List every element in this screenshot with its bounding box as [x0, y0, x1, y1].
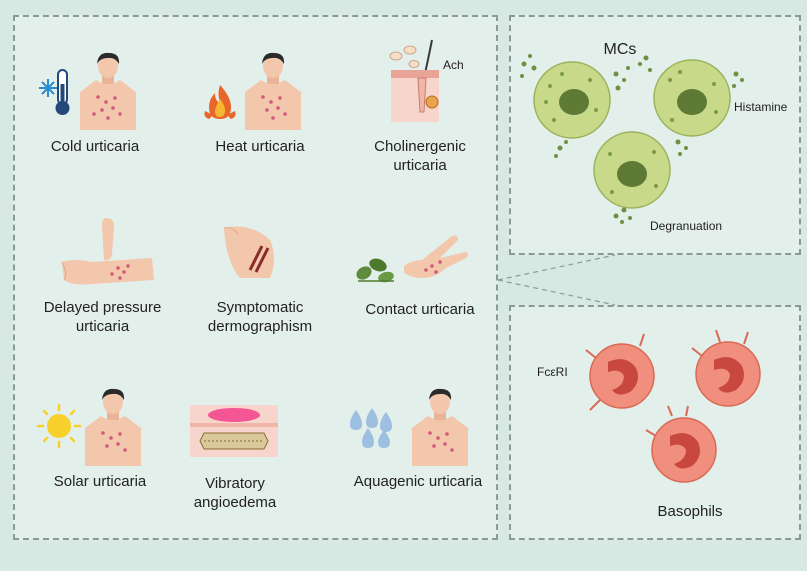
mast-cells-illustration [520, 54, 744, 224]
mast-cell-bottom [593, 131, 671, 209]
basophils-panel [509, 305, 801, 540]
delayed-pressure-urticaria-label-line1: Delayed pressure [43, 299, 162, 316]
water-drops-icon [350, 408, 392, 448]
man-with-rash-solar-icon [85, 388, 141, 466]
mast-cell-right [653, 59, 731, 137]
mast-cells-title: MCs [603, 41, 637, 58]
aquagenic-urticaria-label: Aquagenic urticaria [353, 473, 483, 490]
mast-cell-left [533, 61, 611, 139]
fcepsilonri-label: FcεRI [537, 365, 568, 379]
cholinergic-urticaria-label-line1: Cholinergenic [374, 138, 466, 155]
basophil-left [585, 333, 655, 411]
symptomatic-dermographism-label-line2: dermographism [207, 318, 313, 335]
man-with-rash-heat-icon [245, 52, 301, 130]
man-with-rash-aquagenic-icon [412, 388, 468, 466]
basophil-bottom [645, 405, 717, 483]
vibratory-angioedema-label-line2: angioedema [193, 494, 277, 511]
finger-pressing-arm-icon [61, 218, 154, 285]
basophils-illustration [585, 329, 761, 483]
hand-with-rash-icon [404, 235, 468, 278]
basophil-right [691, 329, 761, 407]
degranulation-label: Degranuation [650, 219, 723, 233]
solar-urticaria-label: Solar urticaria [53, 473, 147, 490]
flame-icon [204, 85, 236, 119]
contact-urticaria-label: Contact urticaria [365, 301, 475, 318]
acetylcholine-label: Ach [443, 58, 464, 72]
basophils-title: Basophils [657, 503, 723, 520]
skin-hair-follicle-icon [389, 39, 439, 122]
delayed-pressure-urticaria-label-line2: urticaria [75, 318, 130, 335]
vibratory-angioedema-label-line1: Vibratory [205, 475, 265, 492]
histamine-label: Histamine [734, 100, 788, 114]
skin-layers-swelling-icon [190, 405, 278, 457]
plant-leaves-icon [356, 258, 394, 283]
sun-icon [36, 403, 82, 449]
cold-urticaria-label: Cold urticaria [50, 138, 140, 155]
thermometer-snowflake-icon [39, 69, 70, 115]
man-with-rash-cold-icon [80, 52, 136, 130]
skin-scratch-marks-icon [223, 226, 274, 278]
cholinergic-urticaria-label-line2: urticaria [393, 157, 447, 174]
granules [520, 54, 744, 224]
heat-urticaria-label: Heat urticaria [215, 138, 305, 155]
symptomatic-dermographism-label-line1: Symptomatic [216, 299, 304, 316]
